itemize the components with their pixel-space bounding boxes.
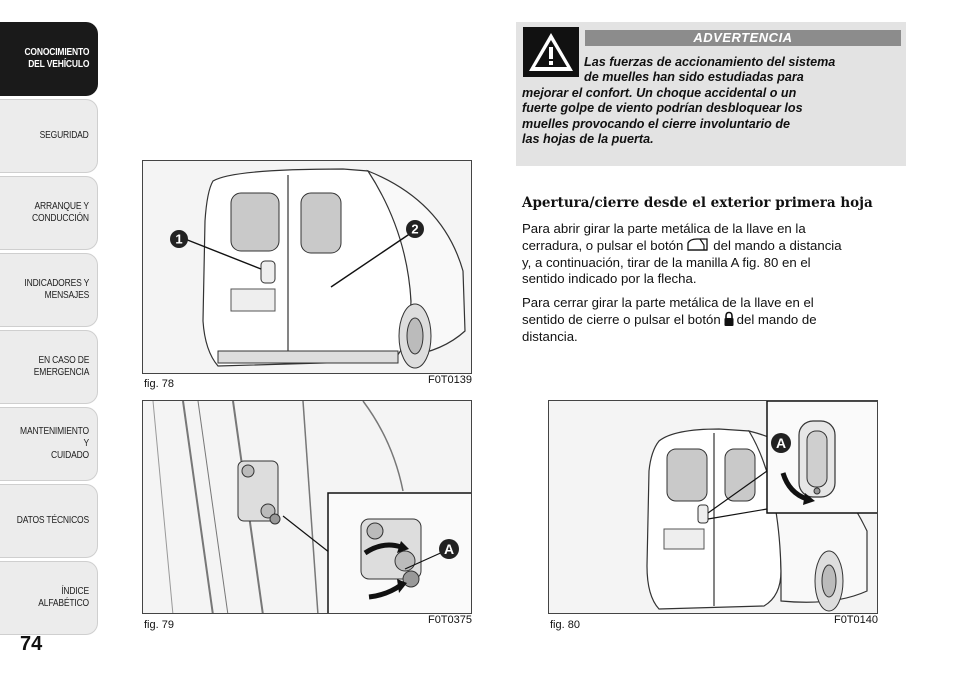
page-number: 74 bbox=[20, 633, 43, 655]
warning-box bbox=[516, 22, 906, 166]
warning-title: ADVERTENCIA bbox=[585, 30, 901, 46]
tab-datos-tecnicos[interactable]: DATOS TÉCNICOS bbox=[0, 484, 98, 558]
callout-2: 2 bbox=[411, 222, 418, 237]
tab-label: DATOS TÉCNICOS bbox=[16, 515, 89, 526]
para-text: del mando a distancia bbox=[713, 238, 842, 254]
warning-line: las hojas de la puerta. bbox=[522, 132, 654, 147]
van-rear-illustration: 1 2 bbox=[143, 161, 471, 373]
section-heading: Apertura/cierre desde el exterior primer… bbox=[522, 195, 873, 211]
tab-label: SEGURIDAD bbox=[39, 130, 89, 141]
warning-line: mejorar el confort. Un choque accidental… bbox=[522, 85, 797, 100]
tab-mantenimiento[interactable]: MANTENIMIENTO Y CUIDADO bbox=[0, 407, 98, 481]
tab-label: ÍNDICE ALFABÉTICO bbox=[38, 586, 89, 609]
callout-a: A bbox=[776, 435, 786, 451]
fig79-code: F0T0375 bbox=[427, 614, 472, 626]
fig79-caption: fig. 79 bbox=[144, 619, 174, 631]
fig78-caption: fig. 78 bbox=[144, 378, 174, 390]
tab-label: ARRANQUE Y CONDUCCIÓN bbox=[32, 201, 89, 224]
para-line: sentido de cierre o pulsar el botón del m… bbox=[522, 311, 907, 328]
warning-line: muelles provocando el cierre involuntari… bbox=[522, 116, 791, 131]
fig80-code: F0T0140 bbox=[833, 614, 878, 626]
para-line: Para cerrar girar la parte metálica de l… bbox=[522, 295, 814, 310]
warning-line: fuerte golpe de viento podrían desbloque… bbox=[522, 101, 803, 116]
figure-78: 1 2 bbox=[142, 160, 472, 374]
tab-indicadores[interactable]: INDICADORES Y MENSAJES bbox=[0, 253, 98, 327]
tab-seguridad[interactable]: SEGURIDAD bbox=[0, 99, 98, 173]
para-line: sentido indicado por la flecha. bbox=[522, 271, 697, 287]
warning-line: Las fuerzas de accionamiento del sistema bbox=[584, 55, 836, 69]
fig78-code: F0T0139 bbox=[427, 374, 472, 386]
para-text: cerradura, o pulsar el botón bbox=[522, 238, 684, 254]
para-line: distancia. bbox=[522, 328, 578, 344]
para-text: sentido de cierre o pulsar el botón bbox=[522, 312, 721, 328]
tab-label: INDICADORES Y MENSAJES bbox=[24, 278, 89, 301]
paragraph-open: Para abrir girar la parte metálica de la… bbox=[522, 221, 907, 288]
door-hinge-illustration: A bbox=[143, 401, 471, 613]
tab-label: MANTENIMIENTO Y CUIDADO bbox=[20, 426, 89, 461]
para-line: y, a continuación, tirar de la manilla A… bbox=[522, 254, 811, 270]
callout-1: 1 bbox=[175, 232, 182, 247]
warning-triangle-icon bbox=[523, 27, 579, 77]
tab-arranque[interactable]: ARRANQUE Y CONDUCCIÓN bbox=[0, 176, 98, 250]
para-line: Para abrir girar la parte metálica de la… bbox=[522, 221, 806, 236]
fig80-caption: fig. 80 bbox=[550, 619, 580, 631]
paragraph-close: Para cerrar girar la parte metálica de l… bbox=[522, 295, 907, 345]
warning-line: de muelles han sido estudiadas para bbox=[584, 70, 804, 85]
callout-a: A bbox=[444, 541, 454, 557]
para-text: del mando de bbox=[736, 312, 817, 328]
para-line: cerradura, o pulsar el botón del mando a … bbox=[522, 237, 907, 254]
padlock-icon bbox=[724, 312, 734, 327]
figure-79: A bbox=[142, 400, 472, 614]
van-door-open-icon bbox=[687, 238, 708, 252]
warning-text: Las fuerzas de accionamiento del sistema… bbox=[522, 55, 902, 147]
figure-80: A bbox=[548, 400, 878, 614]
van-rear-handle-illustration: A bbox=[549, 401, 877, 613]
tab-label: EN CASO DE EMERGENCIA bbox=[33, 355, 90, 378]
tab-label: CONOCIMIENTO DEL VEHÍCULO bbox=[24, 47, 89, 70]
tab-conocimiento[interactable]: CONOCIMIENTO DEL VEHÍCULO bbox=[0, 22, 98, 96]
tab-indice[interactable]: ÍNDICE ALFABÉTICO bbox=[0, 561, 98, 635]
tab-emergencia[interactable]: EN CASO DE EMERGENCIA bbox=[0, 330, 98, 404]
